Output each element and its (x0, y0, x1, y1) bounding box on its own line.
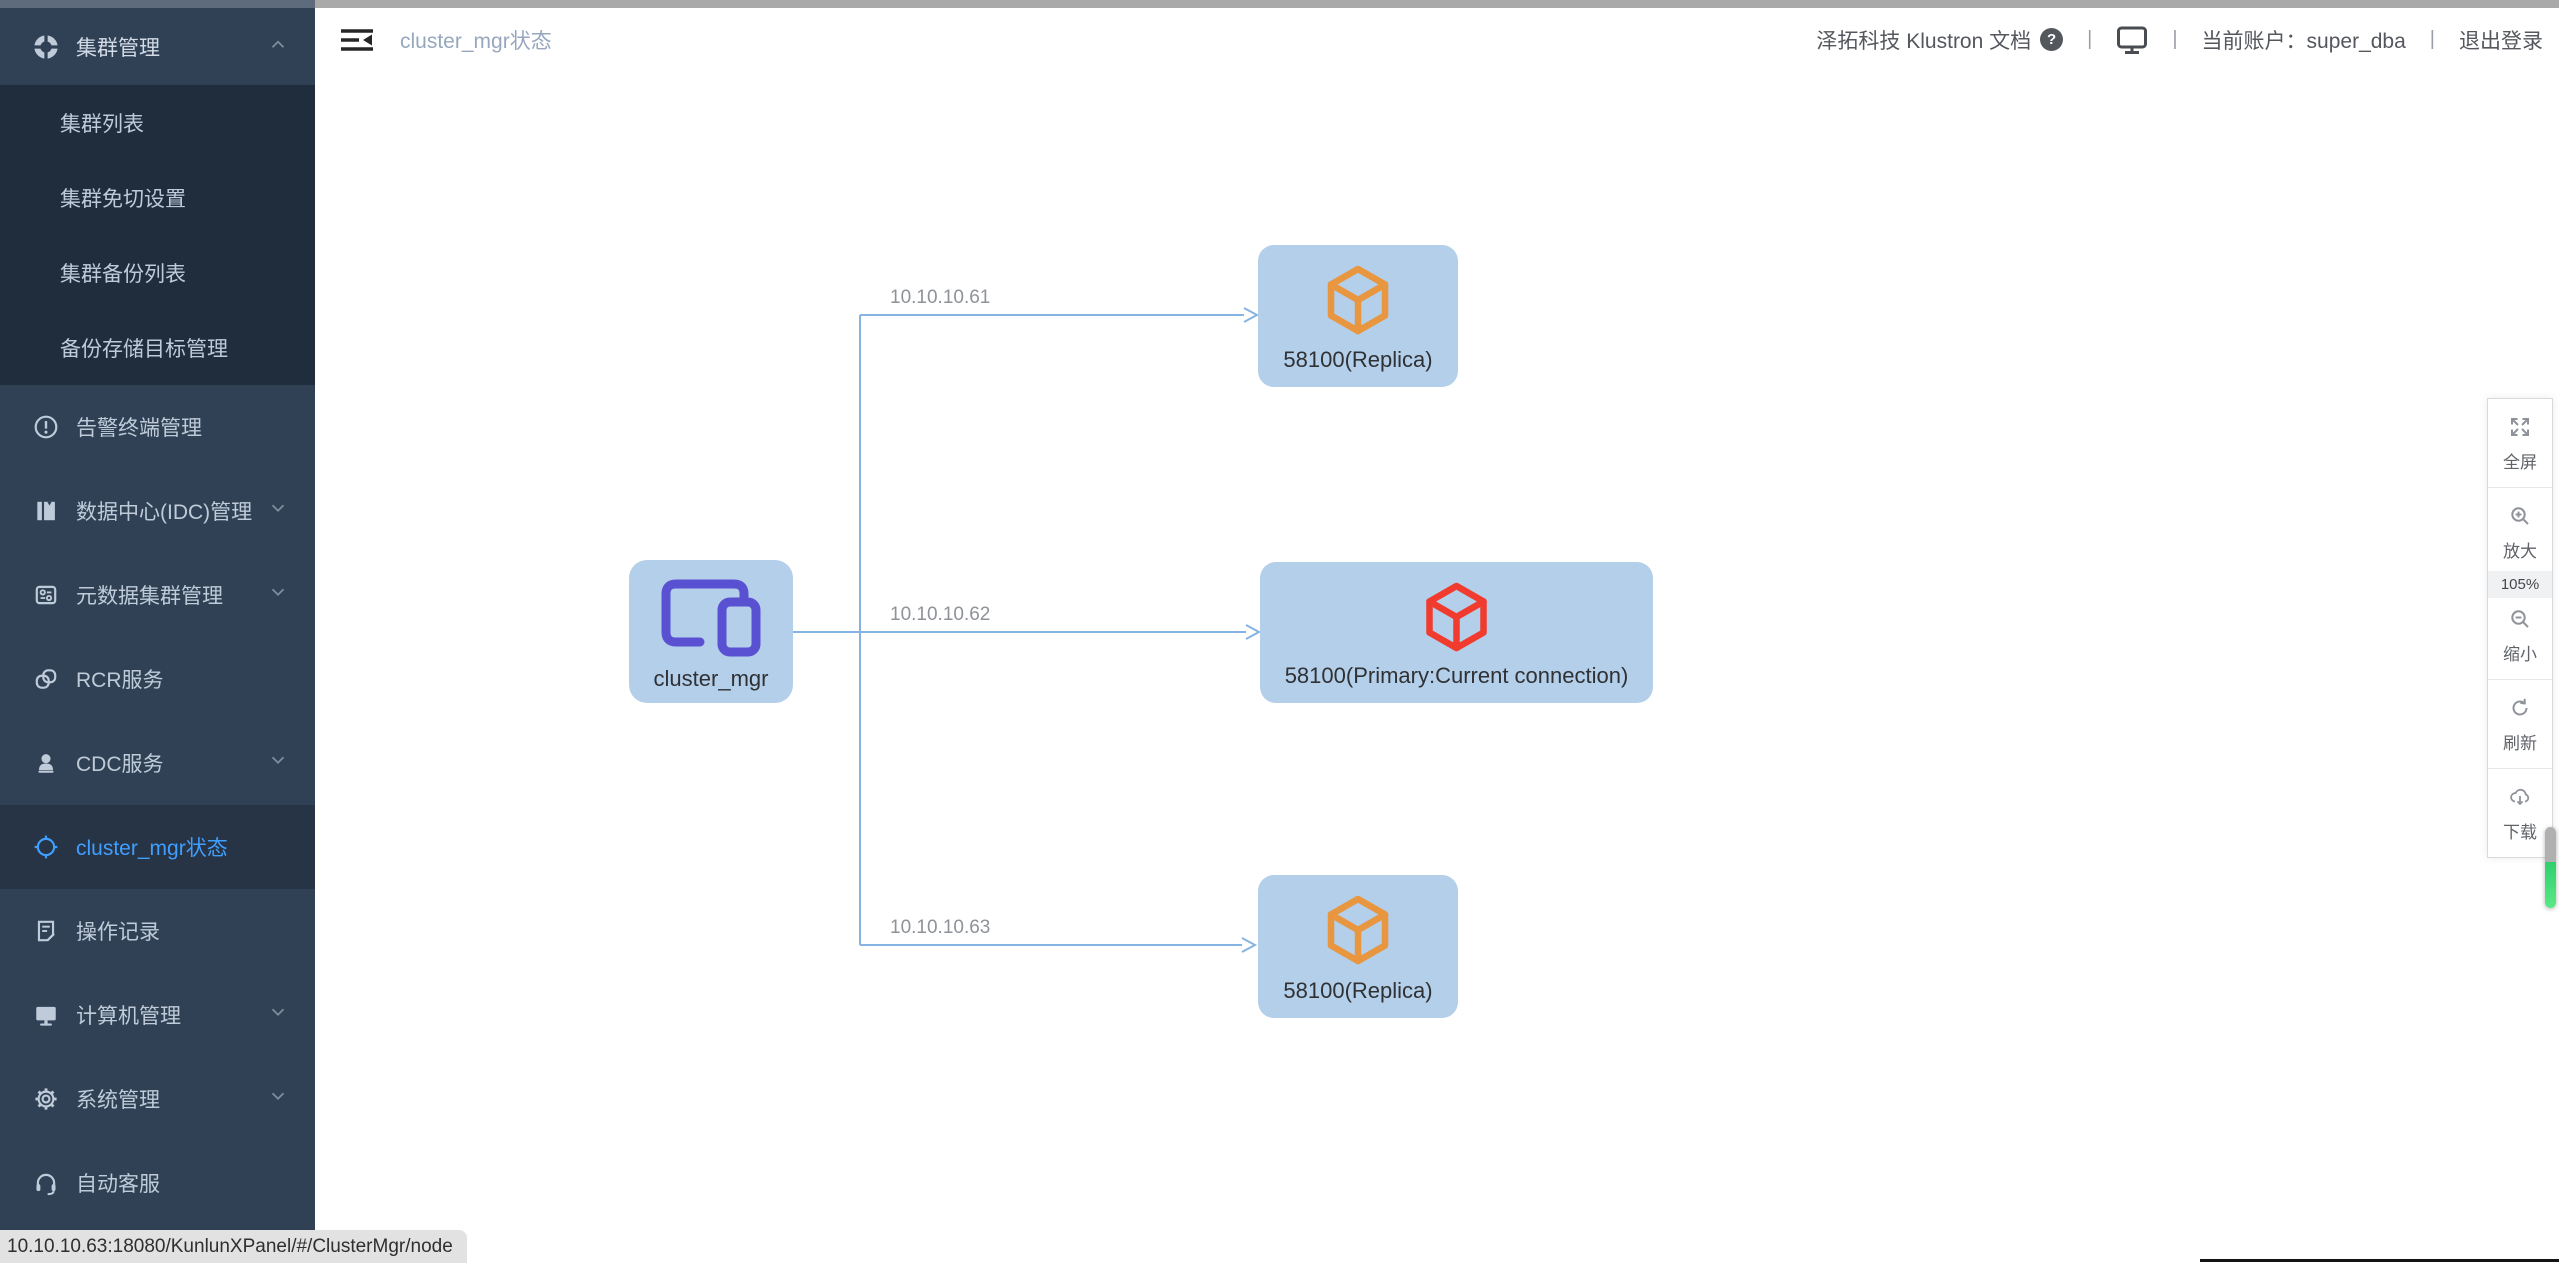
logout-button[interactable]: 退出登录 (2459, 29, 2543, 53)
sidebar-item-backup-storage-targets[interactable]: 备份存储目标管理 (0, 310, 315, 385)
svg-text:58100(Replica): 58100(Replica) (1283, 978, 1432, 1003)
sidebar-item-auto-service[interactable]: 自动客服 (0, 1141, 315, 1225)
chevron-down-icon (267, 1001, 289, 1029)
zoom-in-button[interactable]: 放大 (2503, 500, 2537, 566)
doc-link-label: 泽拓科技 Klustron 文档 (1816, 29, 2032, 53)
sidebar-item-label: 数据中心(IDC)管理 (76, 501, 253, 524)
gear-icon (33, 1086, 59, 1112)
svg-text:cluster_mgr: cluster_mgr (654, 666, 769, 691)
download-cloud-icon (2508, 785, 2532, 814)
diagram-node-cluster-mgr[interactable] (629, 560, 793, 703)
sidebar-item-label: 元数据集群管理 (76, 585, 223, 608)
zoom-in-label: 放大 (2503, 542, 2537, 561)
control-card-icon (33, 582, 59, 608)
window-bottom-edge (2200, 1259, 2559, 1262)
doc-link[interactable]: 泽拓科技 Klustron 文档 ? (1816, 25, 2064, 55)
fullscreen-button[interactable]: 全屏 (2503, 411, 2537, 477)
zoom-out-label: 缩小 (2503, 645, 2537, 664)
aim-icon (33, 834, 59, 860)
download-label: 下载 (2503, 823, 2537, 842)
scrollbar-thumb-green (2545, 862, 2556, 908)
sidebar-item-label: cluster_mgr状态 (76, 837, 228, 860)
sidebar-item-label: 集群列表 (60, 112, 144, 136)
sidebar-item-backup-list[interactable]: 集群备份列表 (0, 235, 315, 310)
sidebar-item-cluster-list[interactable]: 集群列表 (0, 85, 315, 160)
sidebar-item-label: 操作记录 (76, 921, 160, 944)
separator: | (2087, 28, 2093, 50)
sidebar-item-cdc-service[interactable]: CDC服务 (0, 721, 315, 805)
sidebar-item-cluster-mgr-status[interactable]: cluster_mgr状态 (0, 805, 315, 889)
refresh-icon (2508, 696, 2532, 725)
zoom-out-icon (2508, 607, 2532, 636)
sidebar-item-alert-terminal[interactable]: 告警终端管理 (0, 385, 315, 469)
sidebar-group-cluster-management[interactable]: 集群管理 (0, 8, 315, 85)
zoom-in-icon (2508, 504, 2532, 533)
topology-canvas[interactable]: cluster_mgr 10.10.10.61 58100(Replica) 10.1… (315, 71, 2559, 1263)
fullscreen-label: 全屏 (2503, 453, 2537, 472)
sidebar-submenu: 集群列表 集群免切设置 集群备份列表 备份存储目标管理 (0, 85, 315, 385)
svg-text:10.10.10.62: 10.10.10.62 (890, 604, 990, 625)
window-top-edge-sidebar (0, 0, 315, 8)
refresh-button[interactable]: 刷新 (2503, 692, 2537, 758)
window-top-edge (0, 0, 2559, 8)
topbar-right: 泽拓科技 Klustron 文档 ? | | 当前账户：super_dba | … (1816, 25, 2559, 55)
sidebar-item-label: 备份存储目标管理 (60, 337, 228, 361)
sidebar-item-label: 集群备份列表 (60, 262, 186, 286)
sidebar-item-label: RCR服务 (76, 669, 164, 692)
document-edit-icon (33, 918, 59, 944)
scrollbar-thumb-gray (2545, 827, 2556, 862)
lifebuoy-icon (33, 34, 59, 60)
svg-text:10.10.10.61: 10.10.10.61 (890, 287, 990, 308)
sidebar-item-operation-log[interactable]: 操作记录 (0, 889, 315, 973)
sidebar-item-label: CDC服务 (76, 753, 164, 776)
sidebar-item-computer-management[interactable]: 计算机管理 (0, 973, 315, 1057)
sidebar-item-rcr-service[interactable]: RCR服务 (0, 637, 315, 721)
divider (2488, 768, 2552, 769)
sidebar-group-label: 集群管理 (76, 36, 160, 60)
download-button[interactable]: 下载 (2503, 781, 2537, 847)
sidebar-fold-icon[interactable] (340, 27, 374, 53)
svg-text:58100(Replica): 58100(Replica) (1283, 347, 1432, 372)
monitor-icon (33, 1002, 59, 1028)
zoom-level-indicator: 105% (2488, 571, 2552, 598)
svg-text:10.10.10.63: 10.10.10.63 (890, 917, 990, 938)
sidebar-item-label: 计算机管理 (76, 1005, 181, 1028)
current-account-label: 当前账户：super_dba (2201, 29, 2406, 53)
diagram-tool-panel: 全屏 放大 105% 缩小 (2487, 398, 2553, 858)
chevron-down-icon (267, 1085, 289, 1113)
sidebar-item-system-management[interactable]: 系统管理 (0, 1057, 315, 1141)
sidebar-item-label: 系统管理 (76, 1089, 160, 1112)
screen-monitor-icon[interactable] (2116, 25, 2148, 55)
sidebar: 集群管理 集群列表 集群免切设置 集群备份列表 备份存储目标管理 告警终端管理 (0, 8, 315, 1263)
sidebar-item-metadata-cluster[interactable]: 元数据集群管理 (0, 553, 315, 637)
sidebar-item-no-switch-settings[interactable]: 集群免切设置 (0, 160, 315, 235)
chevron-down-icon (267, 497, 289, 525)
divider (2488, 679, 2552, 680)
sidebar-item-label: 告警终端管理 (76, 417, 202, 440)
library-icon (33, 498, 59, 524)
divider (2488, 487, 2552, 488)
headset-icon (33, 1170, 59, 1196)
sidebar-item-label: 集群免切设置 (60, 187, 186, 211)
status-url-bar: 10.10.10.63:18080/KunlunXPanel/#/Cluster… (0, 1230, 467, 1263)
svg-text:58100(Primary:Current connecti: 58100(Primary:Current connection) (1285, 663, 1629, 688)
chevron-down-icon (267, 749, 289, 777)
refresh-label: 刷新 (2503, 734, 2537, 753)
help-icon[interactable]: ? (2040, 28, 2064, 51)
separator: | (2429, 28, 2435, 50)
sidebar-item-label: 自动客服 (76, 1173, 160, 1196)
sidebar-item-idc-management[interactable]: 数据中心(IDC)管理 (0, 469, 315, 553)
zoom-out-button[interactable]: 缩小 (2503, 603, 2537, 669)
breadcrumb: cluster_mgr状态 (400, 29, 552, 53)
alert-circle-icon (33, 414, 59, 440)
scrollbar-thumb[interactable] (2545, 827, 2556, 908)
chevron-down-icon (267, 581, 289, 609)
topbar: cluster_mgr状态 泽拓科技 Klustron 文档 ? | | 当前账… (315, 8, 2559, 71)
fullscreen-icon (2508, 415, 2532, 444)
person-icon (33, 750, 59, 776)
chevron-up-icon (267, 33, 289, 60)
separator: | (2172, 28, 2178, 50)
chain-link-icon (33, 666, 59, 692)
